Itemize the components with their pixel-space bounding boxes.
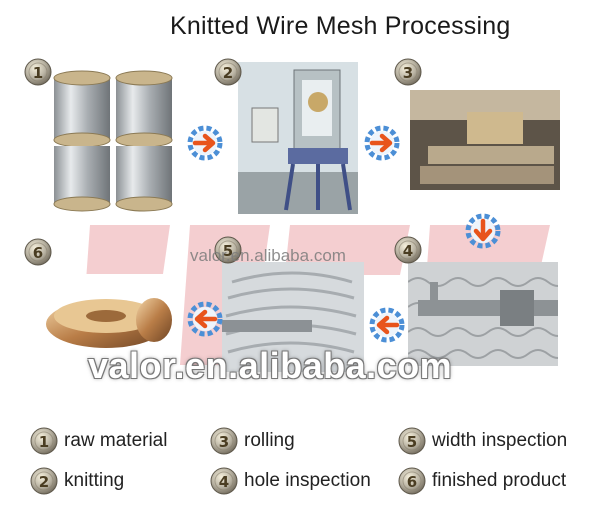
gear-arrow-icon <box>464 212 502 250</box>
step-badge-5: 5 <box>214 236 242 264</box>
step-badge-icon: 3 <box>210 427 238 455</box>
legend-item-knitting: 2 knitting <box>30 466 124 496</box>
step-badge-icon: 5 <box>398 427 426 455</box>
legend-item-hole-inspection: 4 hole inspection <box>210 466 371 496</box>
legend-item-raw-material: 1 raw material <box>30 426 167 456</box>
step-badge-icon: 2 <box>30 467 58 495</box>
legend-item-finished-product: 6 finished product <box>398 466 566 496</box>
svg-text:4: 4 <box>403 242 413 260</box>
gear-arrow-icon <box>186 124 224 162</box>
photo-width-inspection <box>222 262 364 372</box>
photo-raw-material <box>48 64 180 216</box>
watermark-small: valor.en.alibaba.com <box>190 246 346 265</box>
watermark-large: valor.en.alibaba.com <box>88 345 453 386</box>
svg-text:1: 1 <box>39 433 49 451</box>
legend-item-width-inspection: 5 width inspection <box>398 426 567 456</box>
svg-text:5: 5 <box>223 242 233 260</box>
svg-text:1: 1 <box>33 64 43 82</box>
svg-text:6: 6 <box>407 473 417 491</box>
svg-text:3: 3 <box>219 433 229 451</box>
step-badge-2: 2 <box>214 58 242 86</box>
photo-knitting <box>238 62 358 214</box>
photo-rolling <box>410 90 560 190</box>
svg-text:3: 3 <box>403 64 413 82</box>
page-title: Knitted Wire Mesh Processing <box>170 12 511 40</box>
legend-label: knitting <box>64 470 125 491</box>
photo-finished-product <box>42 274 180 366</box>
step-badge-4: 4 <box>394 236 422 264</box>
legend-item-rolling: 3 rolling <box>210 426 295 456</box>
photo-hole-inspection <box>408 262 558 366</box>
gear-arrow-icon <box>186 300 224 338</box>
legend-label: finished product <box>432 470 567 491</box>
step-badge-1: 1 <box>24 58 52 86</box>
step-badge-3: 3 <box>394 58 422 86</box>
step-badge-icon: 4 <box>210 467 238 495</box>
gear-arrow-icon <box>363 124 401 162</box>
step-badge-icon: 1 <box>30 427 58 455</box>
svg-text:4: 4 <box>219 473 229 491</box>
step-badge-6: 6 <box>24 238 52 266</box>
legend-label: raw material <box>64 430 168 451</box>
svg-text:2: 2 <box>223 64 233 82</box>
legend-label: rolling <box>244 430 295 451</box>
legend-label: width inspection <box>432 430 568 451</box>
legend-label: hole inspection <box>244 470 371 491</box>
step-badge-icon: 6 <box>398 467 426 495</box>
svg-text:5: 5 <box>407 433 417 451</box>
svg-text:2: 2 <box>39 473 49 491</box>
gear-arrow-icon <box>368 306 406 344</box>
svg-text:6: 6 <box>33 244 43 262</box>
